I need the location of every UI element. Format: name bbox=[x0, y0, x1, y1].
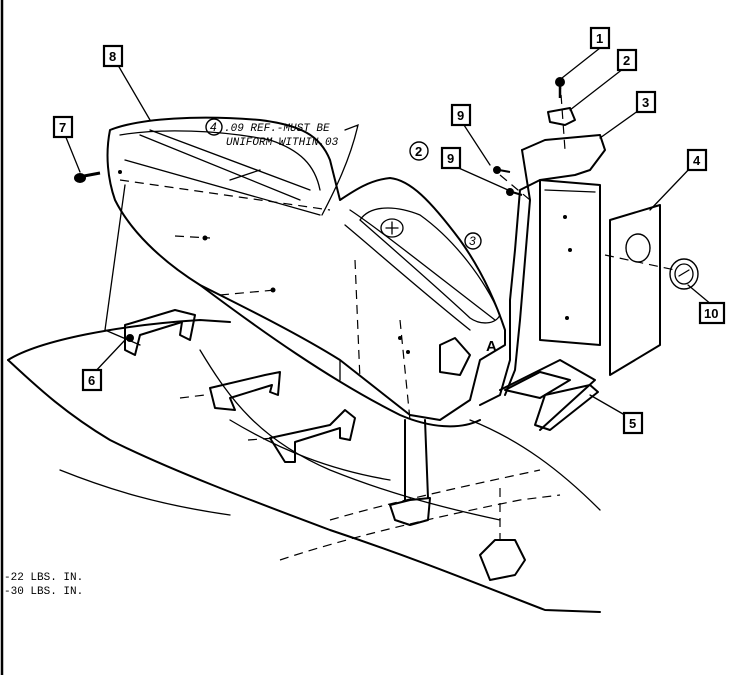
callout-10-label: 10 bbox=[704, 306, 718, 321]
callout-6-label: 6 bbox=[88, 373, 95, 388]
torque-specs: -22 LBS. IN. -30 LBS. IN. bbox=[4, 572, 83, 598]
floor-brackets bbox=[209, 371, 526, 581]
step-marker-2: 2 bbox=[409, 141, 429, 161]
console-fasteners bbox=[118, 170, 410, 354]
callout-3-label: 3 bbox=[642, 95, 649, 110]
plate-4 bbox=[609, 204, 661, 376]
torque-spec-line2: -30 LBS. IN. bbox=[4, 586, 83, 598]
callout-9-lower-label: 9 bbox=[447, 151, 454, 166]
callout-1: 1 bbox=[589, 26, 611, 50]
step-3-label: 3 bbox=[469, 234, 476, 248]
floor-outline bbox=[7, 319, 601, 613]
callout-8-label: 8 bbox=[109, 49, 116, 64]
step-2-label: 2 bbox=[415, 144, 422, 159]
bracket-6 bbox=[124, 309, 196, 356]
reference-note: 4 .09 REF.-MUST BE UNIFORM WITHIN.03 bbox=[205, 118, 339, 149]
callout-5-label: 5 bbox=[629, 416, 636, 431]
bezel-3 bbox=[479, 134, 606, 431]
callout-8: 8 bbox=[102, 44, 124, 68]
callout-3: 3 bbox=[635, 90, 657, 114]
knob-10 bbox=[669, 258, 699, 290]
callout-10: 10 bbox=[698, 301, 726, 325]
callout-7-label: 7 bbox=[59, 120, 66, 135]
callout-2-label: 2 bbox=[623, 53, 630, 68]
ref-note-line1: .09 REF.-MUST BE bbox=[224, 123, 330, 135]
callout-7: 7 bbox=[52, 115, 74, 139]
screw-7 bbox=[74, 171, 101, 183]
callout-4-label: 4 bbox=[693, 153, 701, 168]
callout-6: 6 bbox=[81, 368, 103, 392]
torque-spec-line1: -22 LBS. IN. bbox=[4, 572, 83, 584]
callout-9-upper-label: 9 bbox=[457, 108, 464, 123]
callout-5: 5 bbox=[622, 411, 644, 435]
screws-9 bbox=[493, 166, 523, 196]
plate-5 bbox=[504, 371, 599, 431]
leader-lines bbox=[64, 47, 713, 419]
callout-4: 4 bbox=[686, 148, 708, 172]
ref-note-number: 4 bbox=[210, 120, 217, 134]
console-body bbox=[106, 116, 506, 428]
callout-1-label: 1 bbox=[596, 31, 603, 46]
callout-9-upper: 9 bbox=[450, 103, 472, 127]
ref-note-line2: UNIFORM WITHIN.03 bbox=[226, 137, 339, 149]
callout-9-lower: 9 bbox=[440, 146, 462, 170]
callout-2: 2 bbox=[616, 48, 638, 72]
view-marker-a: A bbox=[486, 338, 497, 355]
mounting-lines bbox=[104, 79, 676, 540]
clip-2 bbox=[547, 107, 576, 126]
screw-1 bbox=[555, 77, 565, 98]
step-marker-3: 3 bbox=[464, 232, 482, 250]
